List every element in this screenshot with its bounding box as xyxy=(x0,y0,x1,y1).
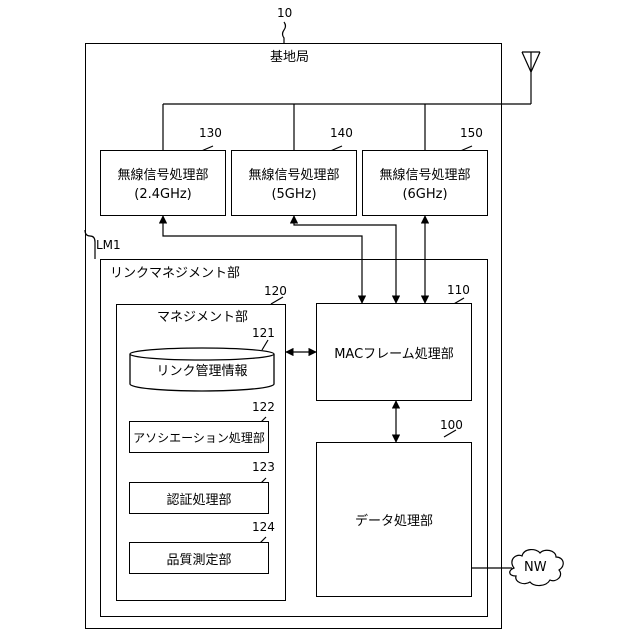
quality-measurement-ref: 124 xyxy=(252,520,275,534)
quality-measurement-unit: 品質測定部 xyxy=(129,542,269,574)
link-management-title: リンクマネジメント部 xyxy=(110,266,240,282)
antenna-icon xyxy=(522,52,540,104)
base-station-title: 基地局 xyxy=(270,50,309,66)
data-processing-label: データ処理部 xyxy=(355,510,433,529)
data-processing-ref: 100 xyxy=(440,418,463,432)
radio-unit-150: 無線信号処理部 (6GHz) xyxy=(362,150,488,216)
network-label: NW xyxy=(524,560,547,576)
radio-unit-name: 無線信号処理部 xyxy=(379,164,470,183)
leader-10 xyxy=(283,22,286,43)
management-ref: 120 xyxy=(264,284,287,298)
mac-frame-unit: MACフレーム処理部 xyxy=(316,303,472,401)
authentication-label: 認証処理部 xyxy=(166,489,231,508)
management-title: マネジメント部 xyxy=(157,310,248,326)
base-station-ref: 10 xyxy=(277,6,292,20)
data-processing-unit: データ処理部 xyxy=(316,442,472,597)
quality-measurement-label: 品質測定部 xyxy=(166,549,231,568)
link-management-ref: LM1 xyxy=(96,238,121,252)
authentication-ref: 123 xyxy=(252,460,275,474)
link-info-label: リンク管理情報 xyxy=(128,364,276,380)
authentication-unit: 認証処理部 xyxy=(129,482,269,514)
association-unit: アソシエーション処理部 xyxy=(129,421,269,453)
association-ref: 122 xyxy=(252,400,275,414)
association-label: アソシエーション処理部 xyxy=(133,429,265,446)
radio-unit-band: (2.4GHz) xyxy=(134,187,192,202)
radio-unit-130-ref: 130 xyxy=(199,126,222,140)
radio-unit-140: 無線信号処理部 (5GHz) xyxy=(231,150,357,216)
radio-unit-band: (6GHz) xyxy=(402,187,447,202)
radio-unit-band: (5GHz) xyxy=(271,187,316,202)
radio-unit-name: 無線信号処理部 xyxy=(117,164,208,183)
radio-unit-130: 無線信号処理部 (2.4GHz) xyxy=(100,150,226,216)
radio-unit-150-ref: 150 xyxy=(460,126,483,140)
radio-unit-name: 無線信号処理部 xyxy=(248,164,339,183)
link-info-ref: 121 xyxy=(252,326,275,340)
radio-unit-140-ref: 140 xyxy=(330,126,353,140)
mac-frame-label: MACフレーム処理部 xyxy=(334,343,454,362)
mac-frame-ref: 110 xyxy=(447,283,470,297)
